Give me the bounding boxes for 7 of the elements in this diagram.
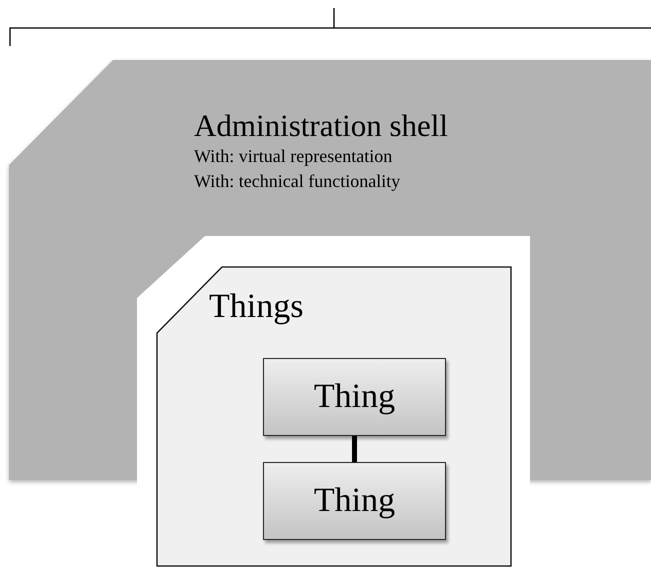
shape-title: Things	[209, 287, 304, 326]
thing-box: Thing	[263, 358, 446, 436]
connector-line	[352, 436, 357, 462]
shape-description: With: technical functionality	[194, 170, 402, 193]
shape-description: With: virtual representation	[194, 144, 394, 168]
shape-title: Administration shell	[194, 108, 448, 144]
thing-box: Thing	[263, 462, 446, 540]
